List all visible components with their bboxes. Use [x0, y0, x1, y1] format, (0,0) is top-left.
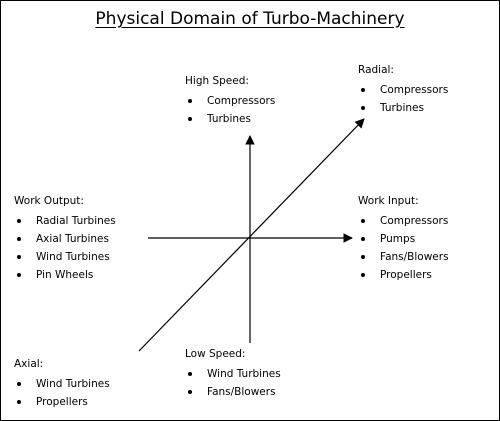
- group-heading: Axial:: [14, 358, 44, 370]
- list-item: Wind Turbines: [14, 248, 116, 266]
- list-item: Wind Turbines: [185, 365, 281, 383]
- list-item: Pumps: [358, 230, 449, 248]
- list-item: Wind Turbines: [14, 375, 110, 393]
- list-item: Radial Turbines: [14, 212, 116, 230]
- list-item: Propellers: [14, 393, 110, 411]
- list-item: Fans/Blowers: [358, 248, 449, 266]
- list-item: Compressors: [185, 92, 275, 110]
- group-work-input: Work Input: Compressors Pumps Fans/Blowe…: [358, 192, 449, 284]
- group-heading: Work Input:: [358, 195, 419, 207]
- group-heading: Radial:: [358, 64, 394, 76]
- group-heading: Work Output:: [14, 195, 84, 207]
- list-item: Turbines: [185, 110, 275, 128]
- group-heading: High Speed:: [185, 75, 249, 87]
- group-work-output: Work Output: Radial Turbines Axial Turbi…: [14, 192, 116, 284]
- group-high-speed: High Speed: Compressors Turbines: [185, 72, 275, 128]
- group-heading: Low Speed:: [185, 348, 246, 360]
- group-low-speed: Low Speed: Wind Turbines Fans/Blowers: [185, 345, 281, 401]
- group-radial: Radial: Compressors Turbines: [358, 61, 448, 117]
- list-item: Turbines: [358, 99, 448, 117]
- list-item: Compressors: [358, 212, 449, 230]
- group-axial: Axial: Wind Turbines Propellers: [14, 355, 110, 411]
- list-item: Pin Wheels: [14, 266, 116, 284]
- list-item: Compressors: [358, 81, 448, 99]
- list-item: Fans/Blowers: [185, 383, 281, 401]
- list-item: Propellers: [358, 266, 449, 284]
- diagonal-axis-arrow: [138, 118, 365, 352]
- list-item: Axial Turbines: [14, 230, 116, 248]
- diagram-title: Physical Domain of Turbo-Machinery: [95, 9, 405, 29]
